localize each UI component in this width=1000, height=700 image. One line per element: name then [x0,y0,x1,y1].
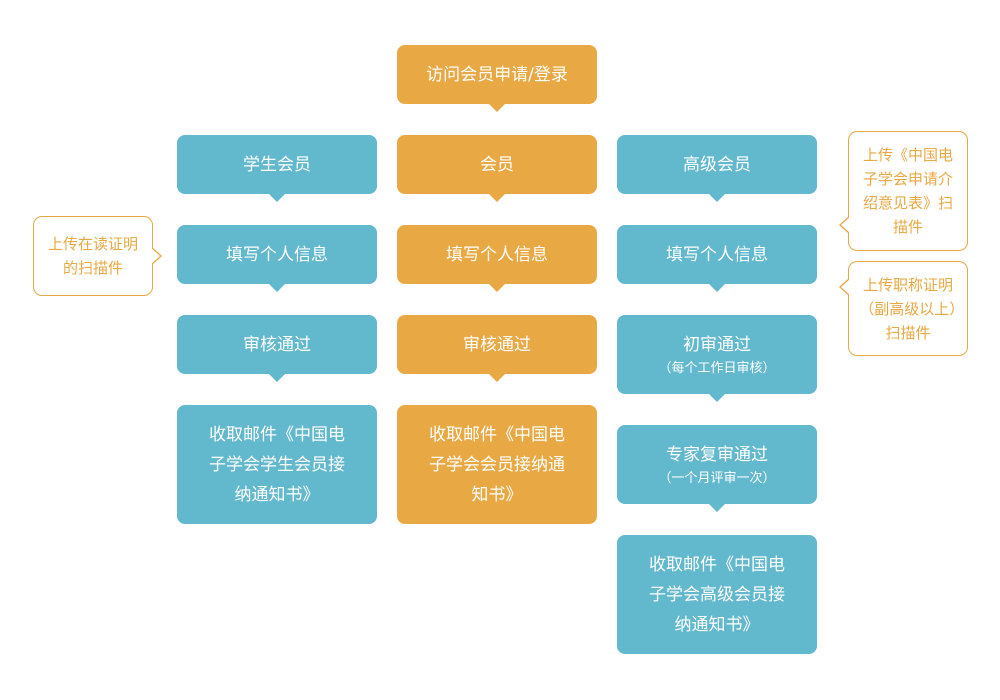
member-review-box: 审核通过 [397,315,597,382]
student-member-label: 学生会员 [243,154,311,175]
senior-prelim-review-note: （每个工作日审核） [658,360,776,376]
senior-intro-upload-text: 上传《中国电子学会申请介绍意见表》扫描件 [862,146,953,236]
student-review-label: 审核通过 [243,334,311,355]
member-review-label: 审核通过 [463,334,531,355]
senior-receive-email-box: 收取邮件《中国电子学会高级会员接纳通知书》 [617,535,817,654]
member-fill-info-box: 填写个人信息 [397,225,597,292]
student-receive-email-box: 收取邮件《中国电子学会学生会员接纳通知书》 [177,405,377,524]
member-fill-info-label: 填写个人信息 [446,244,548,265]
senior-expert-review-box: 专家复审通过 （一个月评审一次） [617,425,817,512]
student-upload-callout: 上传在读证明的扫描件 [33,216,162,296]
senior-member-box: 高级会员 [617,135,817,202]
apply-login-label: 访问会员申请/登录 [426,64,568,85]
senior-prelim-review-label: 初审通过 [683,334,751,355]
student-fill-info-label: 填写个人信息 [226,244,328,265]
senior-prelim-review-box: 初审通过 （每个工作日审核） [617,315,817,402]
student-upload-text: 上传在读证明的扫描件 [47,235,138,277]
senior-receive-email-label: 收取邮件《中国电子学会高级会员接纳通知书》 [649,554,785,635]
student-receive-email-label: 收取邮件《中国电子学会学生会员接纳通知书》 [209,424,345,505]
member-receive-email-label: 收取邮件《中国电子学会会员接纳通知书》 [429,424,565,505]
senior-member-label: 高级会员 [683,154,751,175]
senior-expert-review-note: （一个月评审一次） [658,470,776,486]
member-box: 会员 [397,135,597,202]
senior-title-upload-callout: 上传职称证明（副高级以上）扫描件 [839,261,968,356]
student-member-box: 学生会员 [177,135,377,202]
senior-fill-info-box: 填写个人信息 [617,225,817,292]
student-fill-info-box: 填写个人信息 [177,225,377,292]
student-review-box: 审核通过 [177,315,377,382]
senior-intro-upload-callout: 上传《中国电子学会申请介绍意见表》扫描件 [839,131,968,251]
senior-title-upload-text: 上传职称证明（副高级以上）扫描件 [859,275,957,342]
senior-fill-info-label: 填写个人信息 [666,244,768,265]
apply-login-box: 访问会员申请/登录 [397,45,597,112]
member-receive-email-box: 收取邮件《中国电子学会会员接纳通知书》 [397,405,597,524]
senior-expert-review-label: 专家复审通过 [666,444,768,465]
member-label: 会员 [480,154,514,175]
